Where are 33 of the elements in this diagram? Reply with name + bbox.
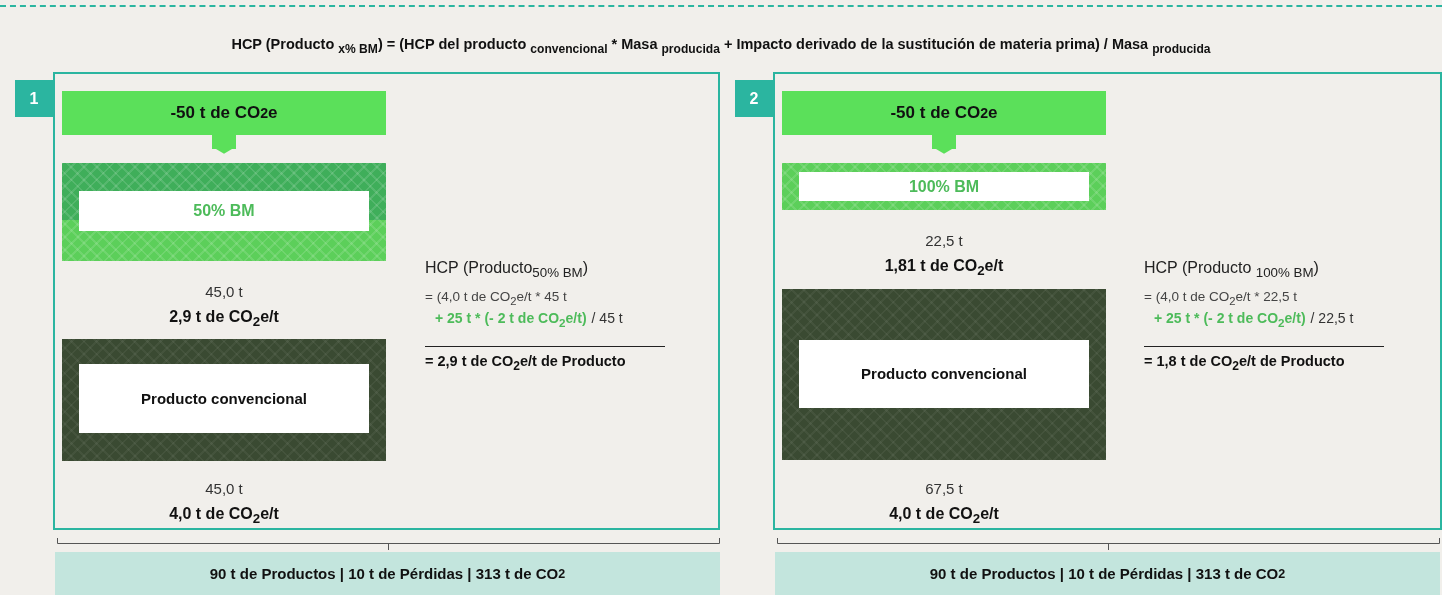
- material-label: Producto convencional: [799, 340, 1089, 408]
- panel-number: 2: [735, 80, 773, 117]
- formula-term: + 25 t * (- 2 t de CO$_{2}$e/t): [1154, 310, 1306, 329]
- emission-factor: 1,81 t de CO$_{2}$e/t: [883, 257, 1005, 279]
- emission-factor: 4,0 t de CO$_{2}$e/t: [168, 505, 280, 527]
- material-label: 50% BM: [79, 191, 369, 231]
- formula-term: + 25 t * (- 2 t de CO$_{2}$e/t): [435, 310, 587, 329]
- material-block: [62, 163, 386, 261]
- emission-factor: 4,0 t de CO$_{2}$e/t: [888, 505, 1000, 527]
- material-label: Producto convencional: [79, 364, 369, 433]
- arrow: [932, 135, 956, 154]
- mass-value: 22,5 t: [924, 232, 964, 249]
- formula-heading: HCP (Producto $_{x% BM}$) = (HCP del producto $_{convencional}$ * Masa $_{producida}$ + Impacto derivado de la sustitución de materia prima) / Masa $_{producida}$: [230, 36, 1212, 56]
- formula-result: = 2,9 t de CO$_{2}$e/t de Producto: [425, 346, 665, 373]
- arrow: [212, 135, 236, 154]
- formula-term: = (4,0 t de CO$_{2}$e/t * 22,5 t: [1144, 289, 1297, 307]
- mass-value: 67,5 t: [924, 480, 964, 497]
- mass-value: 45,0 t: [204, 480, 244, 497]
- material-label: 100% BM: [799, 172, 1089, 201]
- material-block: [62, 339, 386, 461]
- formula-title: HCP (Producto$_{50% BM}$): [425, 259, 588, 281]
- formula-result: = 1,8 t de CO$_{2}$e/t de Producto: [1144, 346, 1384, 373]
- emission-factor: 2,9 t de CO$_{2}$e/t: [168, 308, 280, 330]
- scenario-panel: [735, 72, 1442, 530]
- formula-divisor: / 45 t: [591, 310, 623, 328]
- material-block: [782, 289, 1106, 460]
- formula-term: = (4,0 t de CO$_{2}$e/t * 45 t: [425, 289, 567, 307]
- scenario-panel: [15, 72, 720, 530]
- mass-value: 45,0 t: [204, 283, 244, 300]
- formula-title: HCP (Producto $_{100% BM}$): [1144, 259, 1319, 281]
- formula-divisor: / 22,5 t: [1310, 310, 1354, 328]
- material-block: [782, 163, 1106, 210]
- panel-number: 1: [15, 80, 53, 117]
